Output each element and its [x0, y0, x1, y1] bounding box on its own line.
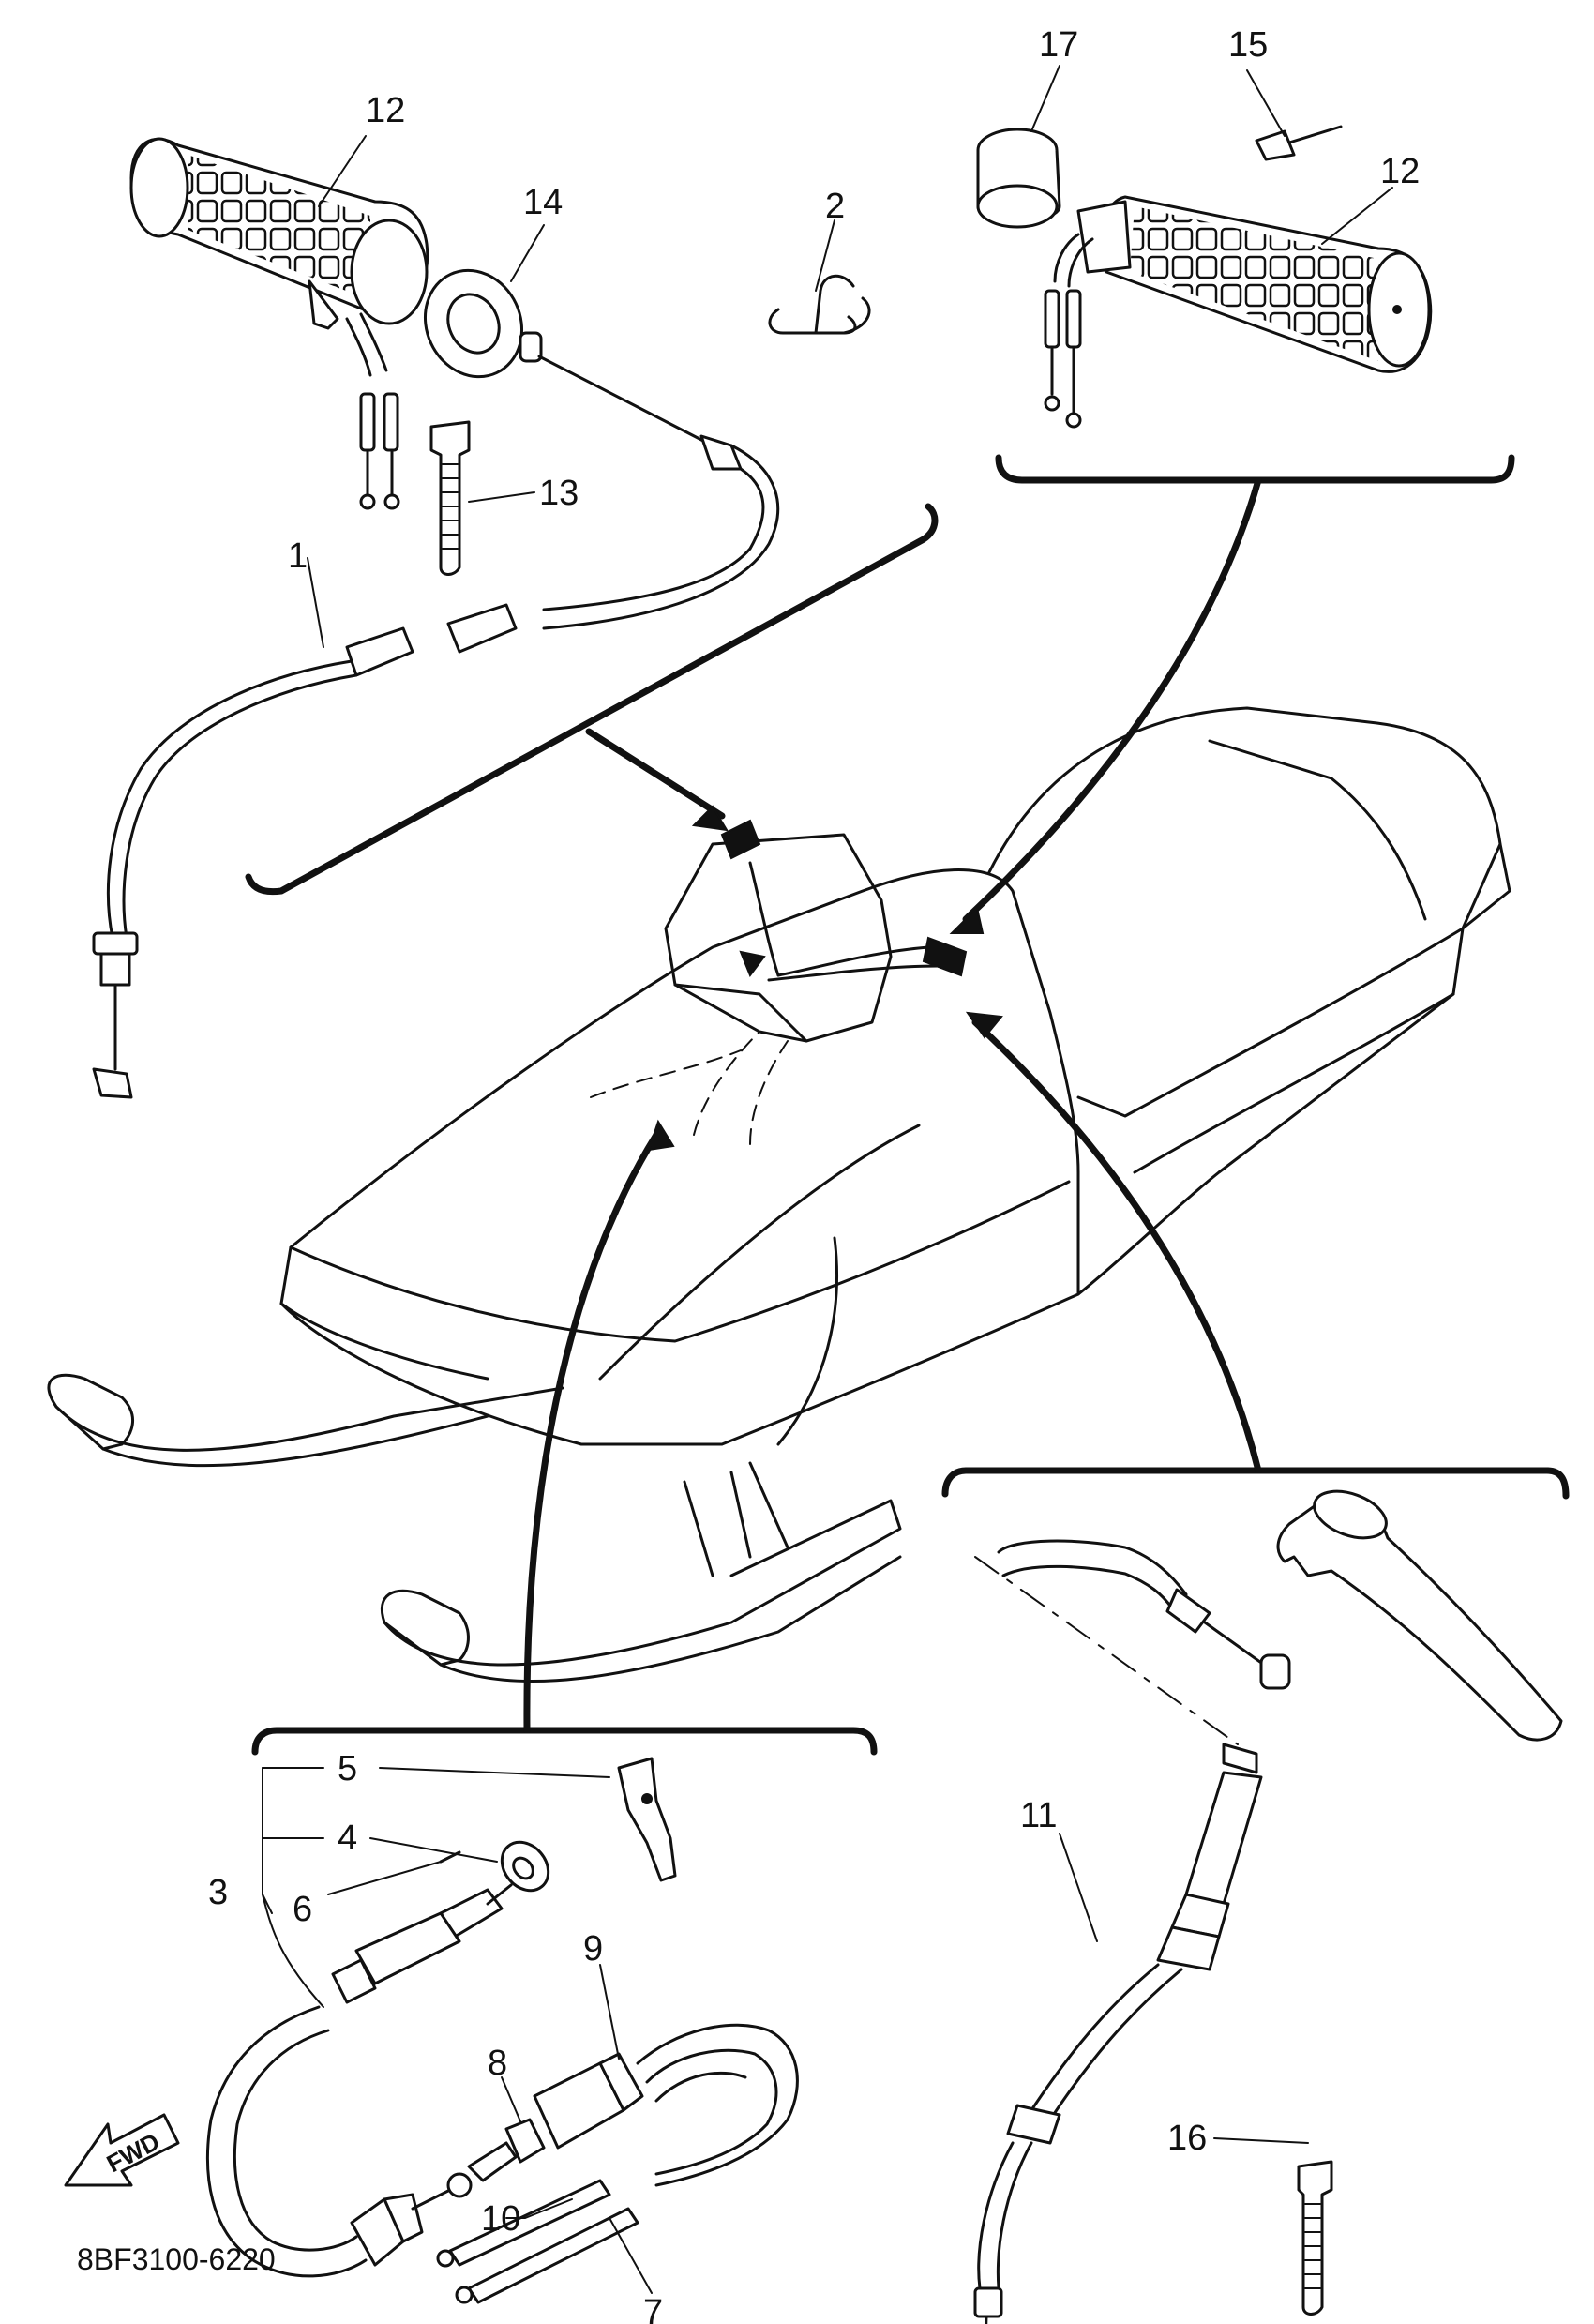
callout-16: 16 — [1167, 2119, 1207, 2158]
choke-assembly — [64, 1757, 799, 2304]
callout-8: 8 — [488, 2044, 507, 2083]
callout-17: 17 — [1039, 25, 1078, 65]
callout-1: 1 — [288, 536, 308, 576]
callout-12-left: 12 — [366, 91, 405, 130]
part-code: 8BF3100-6220 — [77, 2242, 276, 2276]
callout-2: 2 — [825, 187, 845, 226]
leader-lines — [262, 65, 1393, 2294]
group-brackets — [245, 454, 1570, 1756]
callout-13: 13 — [539, 474, 579, 513]
left-grip-assembly — [92, 137, 871, 1099]
callout-12-right: 12 — [1380, 152, 1420, 191]
callout-11: 11 — [1020, 1796, 1057, 1835]
throttle-assembly — [973, 1489, 1563, 2324]
callout-labels: 1 2 3 4 5 6 7 8 9 10 11 12 12 13 14 15 1… — [77, 25, 1420, 2324]
callout-3: 3 — [208, 1873, 228, 1912]
callout-6: 6 — [293, 1890, 312, 1929]
callout-15: 15 — [1228, 25, 1268, 65]
callout-14: 14 — [523, 183, 563, 222]
callout-10: 10 — [481, 2199, 520, 2239]
callout-9: 9 — [583, 1929, 603, 1969]
callout-5: 5 — [338, 1749, 357, 1788]
right-grip-assembly — [976, 125, 1433, 429]
callout-7: 7 — [643, 2293, 663, 2324]
snowmobile-illustration — [47, 706, 1511, 1683]
callout-4: 4 — [338, 1818, 357, 1858]
